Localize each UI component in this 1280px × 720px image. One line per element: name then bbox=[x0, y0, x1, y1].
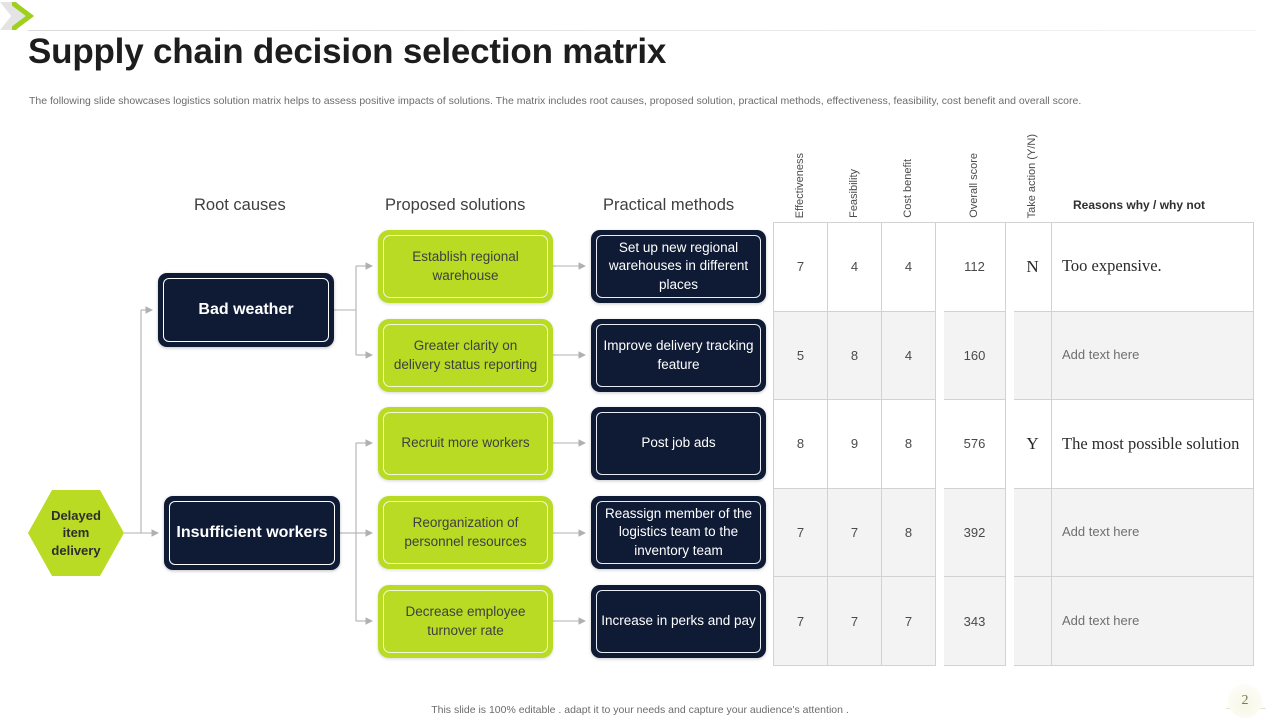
proposed-solution-box-2[interactable]: Greater clarity on delivery status repor… bbox=[378, 319, 553, 392]
cell-feasibility: 4 bbox=[828, 223, 882, 312]
practical-method-label-1: Set up new regional warehouses in differ… bbox=[608, 239, 749, 292]
cell-spacer bbox=[936, 488, 944, 578]
practical-method-box-1[interactable]: Set up new regional warehouses in differ… bbox=[591, 230, 766, 303]
column-caption-practical-methods: Practical methods bbox=[603, 196, 735, 214]
table-row: 7 7 8 392 Add text here bbox=[774, 488, 1254, 578]
root-cause-label-2: Insufficient workers bbox=[176, 523, 328, 541]
matrix-header-take-action-label: Take action (Y/N) bbox=[1025, 133, 1038, 218]
cell-take-action bbox=[1014, 311, 1052, 401]
cell-cost-benefit: 4 bbox=[882, 223, 936, 312]
matrix-header-feasibility: Feasibility bbox=[827, 118, 881, 222]
cell-cost-benefit: 8 bbox=[882, 488, 936, 578]
cell-take-action bbox=[1014, 488, 1052, 578]
cell-spacer bbox=[936, 223, 944, 312]
matrix-header-cost-benefit: Cost benefit bbox=[881, 118, 935, 222]
matrix-header-feasibility-label: Feasibility bbox=[847, 169, 860, 218]
proposed-solution-label-5: Decrease employee turnover rate bbox=[405, 603, 526, 638]
page-title: Supply chain decision selection matrix bbox=[28, 32, 667, 71]
proposed-solution-box-3[interactable]: Recruit more workers bbox=[378, 407, 553, 480]
column-caption-proposed-solutions: Proposed solutions bbox=[385, 196, 526, 214]
root-cause-box-2[interactable]: Insufficient workers bbox=[164, 496, 340, 570]
cell-spacer bbox=[1006, 577, 1014, 666]
cell-cost-benefit: 7 bbox=[882, 577, 936, 666]
cell-overall-score: 576 bbox=[944, 400, 1006, 489]
cell-cost-benefit: 4 bbox=[882, 311, 936, 401]
cell-reason[interactable]: Add text here bbox=[1052, 577, 1254, 666]
cell-spacer bbox=[936, 311, 944, 401]
practical-method-label-3: Post job ads bbox=[641, 435, 716, 451]
matrix-header-take-action: Take action (Y/N) bbox=[1013, 118, 1051, 222]
cell-overall-score: 392 bbox=[944, 488, 1006, 578]
cell-spacer bbox=[1006, 311, 1014, 401]
cell-feasibility: 9 bbox=[828, 400, 882, 489]
cell-effectiveness: 7 bbox=[774, 577, 828, 666]
matrix-vertical-headers: Effectiveness Feasibility Cost benefit O… bbox=[773, 118, 1253, 222]
cell-take-action bbox=[1014, 577, 1052, 666]
practical-method-box-5[interactable]: Increase in perks and pay bbox=[591, 585, 766, 658]
table-row: 7 7 7 343 Add text here bbox=[774, 577, 1254, 666]
practical-method-box-3[interactable]: Post job ads bbox=[591, 407, 766, 480]
cell-effectiveness: 8 bbox=[774, 400, 828, 489]
cell-spacer bbox=[936, 577, 944, 666]
header-divider bbox=[28, 30, 1256, 31]
footer-note: This slide is 100% editable . adapt it t… bbox=[431, 704, 849, 716]
cell-feasibility: 7 bbox=[828, 488, 882, 578]
cell-feasibility: 8 bbox=[828, 311, 882, 401]
cell-take-action: Y bbox=[1014, 400, 1052, 489]
practical-method-box-4[interactable]: Reassign member of the logistics team to… bbox=[591, 496, 766, 569]
proposed-solution-box-4[interactable]: Reorganization of personnel resources bbox=[378, 496, 553, 569]
matrix-header-cost-benefit-label: Cost benefit bbox=[901, 159, 914, 218]
practical-method-label-5: Increase in perks and pay bbox=[601, 613, 756, 629]
page-number-badge: 2 bbox=[1228, 684, 1262, 718]
proposed-solution-label-4: Reorganization of personnel resources bbox=[404, 514, 527, 549]
proposed-solution-label-1: Establish regional warehouse bbox=[412, 248, 519, 283]
matrix-header-overall-score-label: Overall score bbox=[967, 153, 980, 218]
practical-method-box-2[interactable]: Improve delivery tracking feature bbox=[591, 319, 766, 392]
cell-feasibility: 7 bbox=[828, 577, 882, 666]
brand-logo bbox=[0, 0, 46, 32]
cell-spacer bbox=[936, 400, 944, 489]
cell-spacer bbox=[1006, 223, 1014, 312]
cell-cost-benefit: 8 bbox=[882, 400, 936, 489]
decision-matrix-table: 7 4 4 112 N Too expensive. 5 8 4 160 Add… bbox=[773, 222, 1254, 666]
proposed-solution-label-2: Greater clarity on delivery status repor… bbox=[393, 337, 538, 372]
root-cause-box-1[interactable]: Bad weather bbox=[158, 273, 334, 347]
matrix-header-effectiveness-label: Effectiveness bbox=[793, 152, 806, 218]
cell-effectiveness: 5 bbox=[774, 311, 828, 401]
table-row: 7 4 4 112 N Too expensive. bbox=[774, 223, 1254, 312]
cell-effectiveness: 7 bbox=[774, 223, 828, 312]
matrix-header-effectiveness: Effectiveness bbox=[773, 118, 827, 222]
column-caption-reasons: Reasons why / why not bbox=[1073, 198, 1206, 212]
cell-spacer bbox=[1006, 488, 1014, 578]
cell-take-action: N bbox=[1014, 223, 1052, 312]
cell-reason[interactable]: Too expensive. bbox=[1052, 223, 1254, 312]
matrix-header-overall-score: Overall score bbox=[943, 118, 1005, 222]
cell-overall-score: 160 bbox=[944, 311, 1006, 401]
cell-reason[interactable]: Add text here bbox=[1052, 311, 1254, 401]
chevron-right-logo-icon bbox=[12, 2, 34, 30]
practical-method-label-2: Improve delivery tracking feature bbox=[603, 337, 754, 372]
proposed-solution-label-3: Recruit more workers bbox=[401, 435, 530, 451]
cell-reason[interactable]: Add text here bbox=[1052, 488, 1254, 578]
cell-reason[interactable]: The most possible solution bbox=[1052, 400, 1254, 489]
column-caption-root-causes: Root causes bbox=[194, 196, 286, 214]
start-node-delayed-item-delivery[interactable]: Delayed item delivery bbox=[28, 490, 124, 576]
table-row: 5 8 4 160 Add text here bbox=[774, 311, 1254, 401]
start-node-label: Delayed item delivery bbox=[51, 507, 101, 558]
cell-spacer bbox=[1006, 400, 1014, 489]
cell-overall-score: 112 bbox=[944, 223, 1006, 312]
proposed-solution-box-5[interactable]: Decrease employee turnover rate bbox=[378, 585, 553, 658]
cell-overall-score: 343 bbox=[944, 577, 1006, 666]
root-cause-label-1: Bad weather bbox=[198, 300, 294, 318]
proposed-solution-box-1[interactable]: Establish regional warehouse bbox=[378, 230, 553, 303]
table-row: 8 9 8 576 Y The most possible solution bbox=[774, 400, 1254, 489]
cell-effectiveness: 7 bbox=[774, 488, 828, 578]
practical-method-label-4: Reassign member of the logistics team to… bbox=[604, 505, 753, 558]
page-subtitle: The following slide showcases logistics … bbox=[29, 95, 1082, 107]
